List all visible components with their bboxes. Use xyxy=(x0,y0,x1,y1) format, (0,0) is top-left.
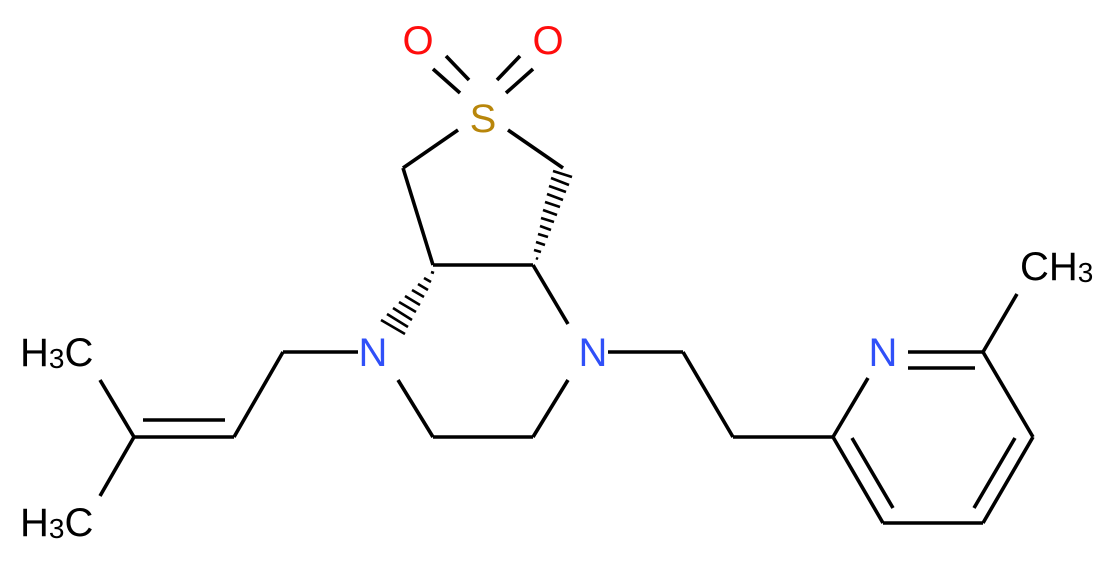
hashed-wedge-left xyxy=(380,270,435,336)
methyl-top-left-label: H3C xyxy=(20,331,93,375)
ethyl-linker xyxy=(608,350,833,439)
piperazine-ring xyxy=(396,264,570,439)
nitrogen-right-label: N xyxy=(579,331,608,375)
sulfone-bonds xyxy=(431,54,535,95)
pyridine-ring xyxy=(831,293,1035,525)
nitrogen-pyridine-label: N xyxy=(869,331,898,375)
thiolane-ring xyxy=(401,128,565,267)
nitrogen-left-label: N xyxy=(359,331,388,375)
sulfur-label: S xyxy=(470,97,497,141)
oxygen-left-label: O xyxy=(402,19,433,63)
methyl-right-label: CH3 xyxy=(1020,245,1093,289)
hashed-wedge-right xyxy=(533,169,573,261)
prenyl-chain xyxy=(98,350,358,497)
methyl-bottom-left-label: H3C xyxy=(20,501,93,545)
oxygen-right-label: O xyxy=(532,19,563,63)
